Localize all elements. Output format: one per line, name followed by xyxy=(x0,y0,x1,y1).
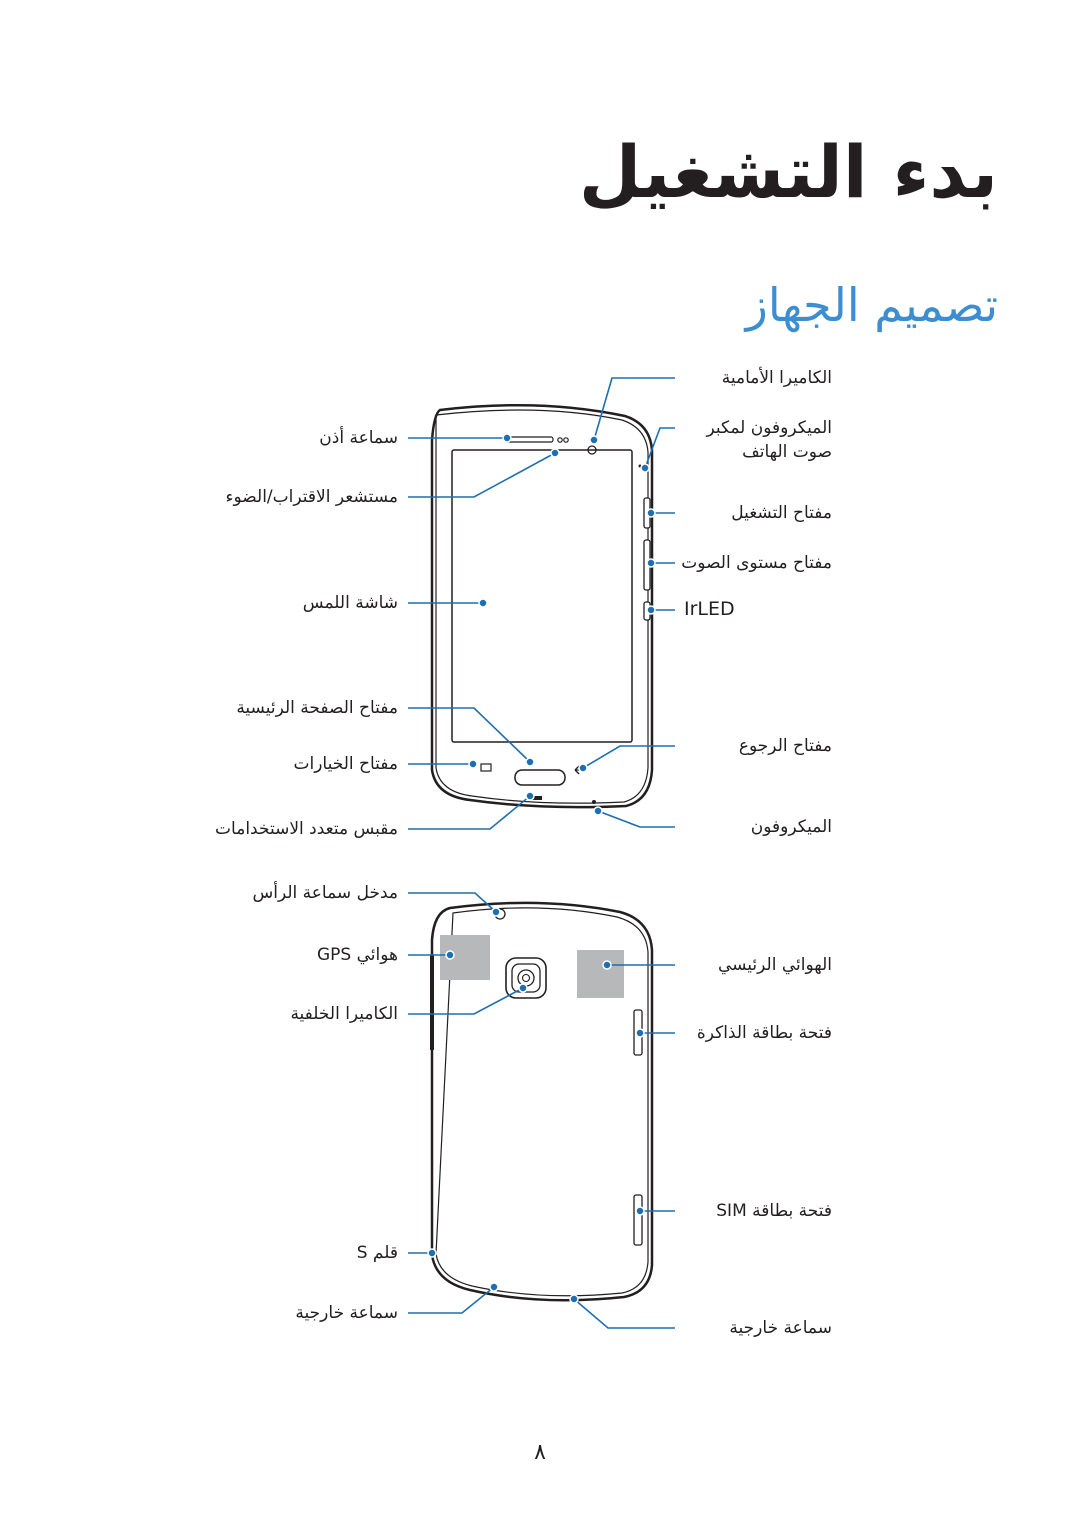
label-options-key: مفتاح الخيارات xyxy=(293,754,398,774)
label-rear-camera: الكاميرا الخلفية xyxy=(290,1004,398,1024)
label-volume-key: مفتاح مستوى الصوت xyxy=(681,553,832,573)
back-device xyxy=(430,901,654,1302)
label-s-pen: قلم S xyxy=(356,1243,398,1263)
label-touchscreen: شاشة اللمس xyxy=(302,593,398,613)
label-sim-slot: فتحة بطاقة SIM xyxy=(716,1201,832,1221)
label-microphone: الميكروفون xyxy=(750,817,832,837)
label-speaker-left: سماعة خارجية xyxy=(295,1303,398,1323)
label-headset-jack: مدخل سماعة الرأس xyxy=(252,883,399,903)
label-earpiece: سماعة أذن xyxy=(319,428,398,448)
back-left-callouts xyxy=(408,892,528,1314)
label-power-key: مفتاح التشغيل xyxy=(731,503,832,523)
label-main-antenna: الهوائي الرئيسي xyxy=(717,955,832,975)
section-heading: تصميم الجهاز xyxy=(745,278,998,332)
label-memory-card-slot: فتحة بطاقة الذاكرة xyxy=(696,1023,832,1043)
label-front-camera: الكاميرا الأمامية xyxy=(721,368,832,388)
label-speakerphone-mic-2: صوت الهاتف xyxy=(742,442,832,462)
back-right-callouts xyxy=(569,960,675,1329)
label-irled: IrLED xyxy=(684,598,735,620)
front-right-callouts xyxy=(578,377,675,828)
page-number: ٨ xyxy=(534,1440,546,1465)
label-speakerphone-mic: الميكروفون لمكبر xyxy=(706,418,832,438)
front-left-callouts xyxy=(408,433,560,830)
label-gps-antenna: هوائي GPS xyxy=(317,945,398,965)
label-back-key: مفتاح الرجوع xyxy=(738,736,832,756)
label-speaker-right: سماعة خارجية xyxy=(729,1318,832,1338)
label-proximity-sensor: مستشعر الاقتراب/الضوء xyxy=(225,487,398,507)
page-title: بدء التشغيل xyxy=(578,130,998,214)
label-multipurpose-jack: مقبس متعدد الاستخدامات xyxy=(215,819,398,839)
label-home-key: مفتاح الصفحة الرئيسية xyxy=(236,698,398,718)
